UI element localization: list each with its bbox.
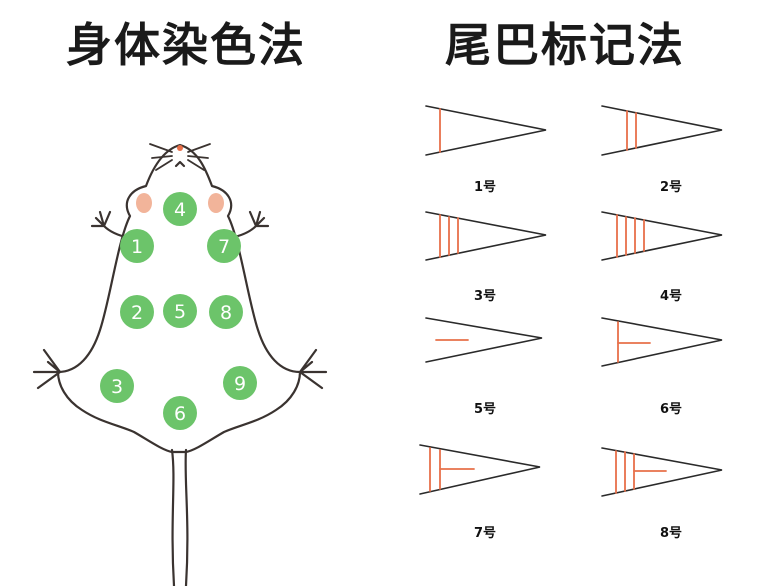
mouse-tail <box>170 448 189 586</box>
tail-mark-7 <box>419 444 541 495</box>
tail-caption-5: 5号 <box>473 402 497 417</box>
snout <box>174 160 186 168</box>
tail-caption-4: 4号 <box>659 289 683 304</box>
tail-caption-6: 6号 <box>659 402 683 417</box>
dye-spot-7-label: 7 <box>218 236 230 258</box>
dye-spot-9: 9 <box>223 366 257 400</box>
hind-right-paw <box>298 348 328 390</box>
dye-spot-4-label: 4 <box>174 199 186 221</box>
dye-spot-3-label: 3 <box>111 376 123 398</box>
front-right-paw <box>228 210 270 240</box>
tail-caption-3: 3号 <box>473 289 497 304</box>
tail-mark-8 <box>601 447 723 497</box>
mouse-illustration <box>32 143 328 586</box>
tail-caption-7: 7号 <box>473 526 497 541</box>
right-ear <box>208 193 224 213</box>
dye-spot-5: 5 <box>163 294 197 328</box>
tail-caption-1: 1号 <box>473 180 497 195</box>
dye-spot-8-label: 8 <box>220 302 232 324</box>
tail-mark-method-title: 尾巴标记法 <box>445 18 685 72</box>
tail-mark-6 <box>601 317 723 367</box>
front-left-paw <box>90 210 132 240</box>
hind-left-paw <box>32 348 62 390</box>
dye-spot-7: 7 <box>207 229 241 263</box>
tail-diagrams <box>419 105 723 497</box>
tail-mark-3 <box>425 211 547 261</box>
body-dye-method-title: 身体染色法 <box>66 18 306 72</box>
dye-spot-3: 3 <box>100 369 134 403</box>
dye-spot-6-label: 6 <box>174 403 186 425</box>
dye-spot-6: 6 <box>163 396 197 430</box>
whiskers <box>149 143 211 171</box>
tail-mark-2 <box>601 105 723 156</box>
tail-mark-4 <box>601 211 723 261</box>
dye-spot-1-label: 1 <box>131 236 143 258</box>
dye-spot-2: 2 <box>120 295 154 329</box>
dye-spot-2-label: 2 <box>131 302 143 324</box>
dye-spot-4: 4 <box>163 192 197 226</box>
left-ear <box>136 193 152 213</box>
dye-spots: 1 2 3 4 5 6 7 8 9 <box>100 192 257 430</box>
dye-spot-9-label: 9 <box>234 373 246 395</box>
tail-caption-2: 2号 <box>659 180 683 195</box>
tail-mark-5 <box>425 317 543 363</box>
nose <box>177 145 183 151</box>
tail-caption-8: 8号 <box>659 526 683 541</box>
tail-mark-1 <box>425 105 547 156</box>
dye-spot-1: 1 <box>120 229 154 263</box>
dye-spot-5-label: 5 <box>174 301 186 323</box>
dye-spot-8: 8 <box>209 295 243 329</box>
